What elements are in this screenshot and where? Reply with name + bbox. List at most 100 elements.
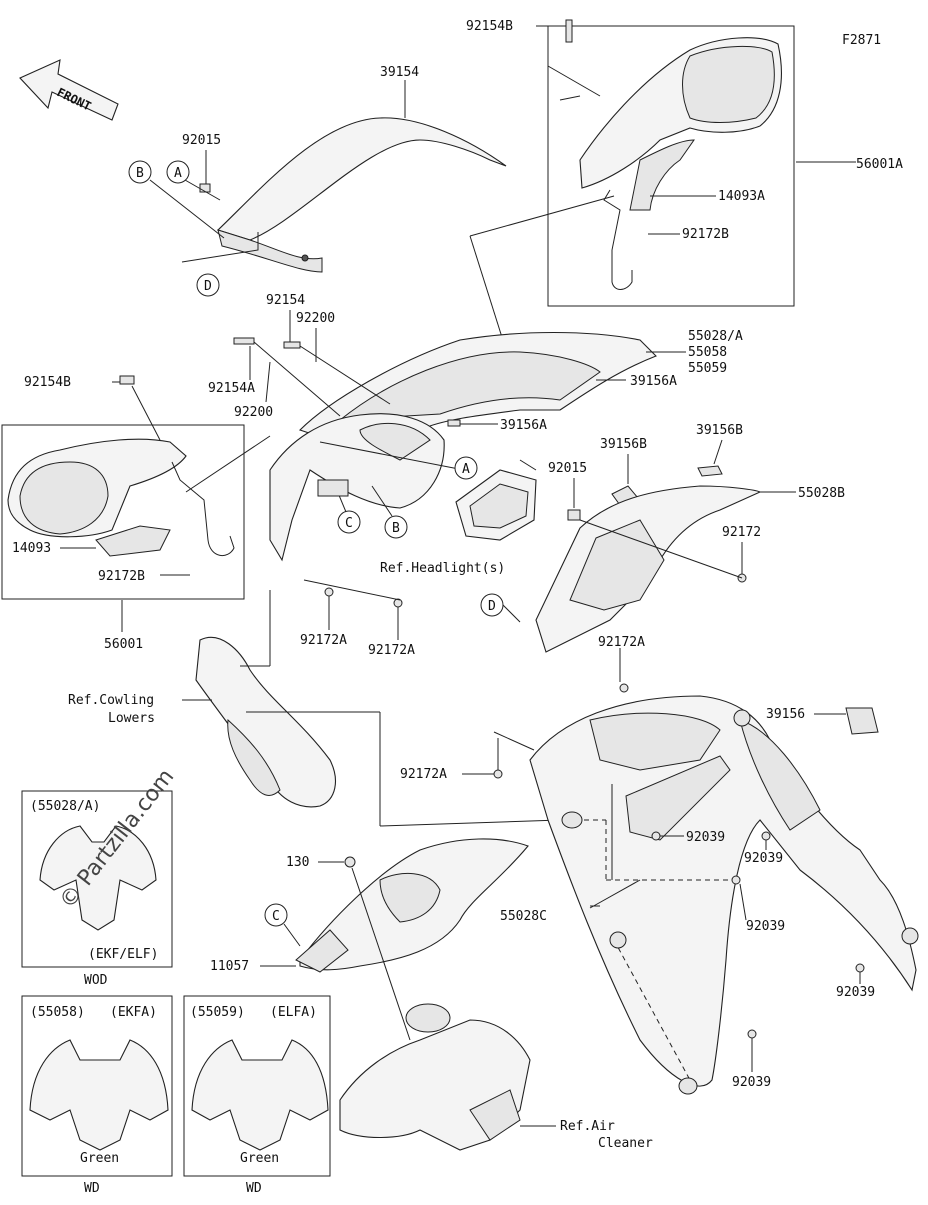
label-92172: 92172 bbox=[722, 525, 761, 540]
label-92172a-4: 92172A bbox=[400, 767, 447, 782]
ref-headlights: Ref.Headlight(s) bbox=[380, 561, 505, 576]
callout-d-mid: D bbox=[480, 593, 504, 617]
variant-1-caption: WOD bbox=[84, 973, 108, 988]
label-92039-5: 92039 bbox=[732, 1075, 771, 1090]
decal-39156-icon bbox=[845, 707, 879, 735]
screw-92172a-1-icon bbox=[324, 587, 334, 597]
variant-2-label: (55058) bbox=[30, 1005, 85, 1020]
bracket-14093[interactable] bbox=[95, 525, 171, 557]
label-92015-mid: 92015 bbox=[548, 461, 587, 476]
grommet-right-icon bbox=[901, 927, 919, 945]
callout-b-mid: B bbox=[384, 515, 408, 539]
bolt-92154b-top-icon bbox=[565, 19, 573, 43]
svg-text:A: A bbox=[462, 462, 470, 477]
mirror-left-56001[interactable] bbox=[7, 438, 187, 538]
callout-c-low: C bbox=[264, 903, 288, 927]
label-39156a-1: 39156A bbox=[630, 374, 677, 389]
label-55059: 55059 bbox=[688, 361, 727, 376]
label-92172a-2: 92172A bbox=[368, 643, 415, 658]
svg-text:C: C bbox=[345, 516, 353, 531]
variant-3-label: (55059) bbox=[190, 1005, 245, 1020]
air-cleaner-ref[interactable] bbox=[339, 1003, 531, 1151]
grommet-low-icon bbox=[678, 1077, 698, 1095]
label-14093a: 14093A bbox=[718, 189, 765, 204]
label-92015-top: 92015 bbox=[182, 133, 221, 148]
decal-39156a-icon bbox=[447, 419, 461, 427]
windshield-39154[interactable] bbox=[216, 117, 507, 273]
label-92039-2: 92039 bbox=[744, 851, 783, 866]
clip-92039-3-icon bbox=[731, 875, 741, 885]
clip-92039-5-icon bbox=[747, 1029, 757, 1039]
label-92154b-left: 92154B bbox=[24, 375, 71, 390]
clip-92039-2-icon bbox=[761, 831, 771, 841]
front-arrow-icon: FRONT bbox=[19, 59, 119, 121]
label-56001a: 56001A bbox=[856, 157, 903, 172]
label-92200-bottom: 92200 bbox=[234, 405, 273, 420]
callout-a-top: A bbox=[166, 160, 190, 184]
label-92172a-3: 92172A bbox=[598, 635, 645, 650]
grommet-upper-icon bbox=[733, 709, 751, 727]
screw-92172a-4-icon bbox=[493, 769, 503, 779]
variant-box-2: (55058) (EKFA) Green WD bbox=[21, 995, 173, 1196]
label-55058: 55058 bbox=[688, 345, 727, 360]
label-92039-4: 92039 bbox=[836, 985, 875, 1000]
variant-box-3: (55059) (ELFA) Green WD bbox=[183, 995, 331, 1196]
callout-a-mid: A bbox=[454, 456, 478, 480]
svg-text:D: D bbox=[488, 599, 496, 614]
label-92154a: 92154A bbox=[208, 381, 255, 396]
bolt-92154a-icon bbox=[233, 337, 255, 345]
grommet-92015-icon bbox=[199, 183, 211, 193]
callout-d-top: D bbox=[196, 273, 220, 297]
label-14093: 14093 bbox=[12, 541, 51, 556]
clip-92039-1-icon bbox=[651, 831, 661, 841]
variant-1-label: (55028/A) bbox=[30, 799, 100, 814]
bolt-92154-icon bbox=[283, 341, 301, 349]
diagram-id: F2871 bbox=[842, 33, 881, 48]
label-92172b-top: 92172B bbox=[682, 227, 729, 242]
mirror-right-56001a[interactable] bbox=[579, 37, 782, 211]
callout-c-mid: C bbox=[337, 510, 361, 534]
grommet-sidefairing-icon bbox=[561, 811, 583, 829]
label-55028a: 55028/A bbox=[688, 329, 743, 344]
label-11057: 11057 bbox=[210, 959, 249, 974]
variant-2-code: (EKFA) bbox=[110, 1005, 157, 1020]
label-39156: 39156 bbox=[766, 707, 805, 722]
label-39156a-2: 39156A bbox=[500, 418, 547, 433]
bolt-92154b-left-icon bbox=[119, 375, 135, 385]
side-fairing-55028c[interactable] bbox=[529, 695, 917, 1087]
label-92154b-top: 92154B bbox=[466, 19, 513, 34]
inner-cowl-55028b[interactable] bbox=[535, 485, 762, 653]
headlight-ref-part[interactable] bbox=[455, 469, 537, 541]
ref-air-line2: Cleaner bbox=[598, 1136, 653, 1151]
ref-air-line1: Ref.Air bbox=[560, 1119, 615, 1134]
decal-39156b-2-icon bbox=[697, 465, 723, 477]
svg-text:B: B bbox=[136, 166, 144, 181]
clip-92039-4-icon bbox=[855, 963, 865, 973]
label-92172b-left: 92172B bbox=[98, 569, 145, 584]
cowling-lower-ref[interactable] bbox=[195, 636, 336, 808]
variant-3-code: (ELFA) bbox=[270, 1005, 317, 1020]
ref-cowling-line2: Lowers bbox=[108, 711, 155, 726]
label-92172a-1: 92172A bbox=[300, 633, 347, 648]
mirror-box-left bbox=[1, 424, 245, 600]
grommet-mid-icon bbox=[609, 931, 627, 949]
screw-92172a-3-icon bbox=[619, 683, 629, 693]
label-55028c: 55028C bbox=[500, 909, 547, 924]
svg-text:A: A bbox=[174, 166, 182, 181]
label-92200-top: 92200 bbox=[296, 311, 335, 326]
label-39156b-2: 39156B bbox=[696, 423, 743, 438]
inner-bracket-11057[interactable] bbox=[295, 838, 529, 973]
variant-3-caption: WD bbox=[246, 1181, 262, 1196]
variant-2-caption: WD bbox=[84, 1181, 100, 1196]
screw-92172a-2-icon bbox=[393, 598, 403, 608]
upper-cowl-55028[interactable] bbox=[269, 331, 657, 562]
label-130: 130 bbox=[286, 855, 309, 870]
grommet-92015-mid-icon bbox=[567, 509, 581, 521]
label-39156b-1: 39156B bbox=[600, 437, 647, 452]
label-92154: 92154 bbox=[266, 293, 305, 308]
callout-b-top: B bbox=[128, 160, 152, 184]
bracket-c-icon bbox=[317, 479, 349, 497]
bolt-130-icon bbox=[344, 856, 356, 868]
